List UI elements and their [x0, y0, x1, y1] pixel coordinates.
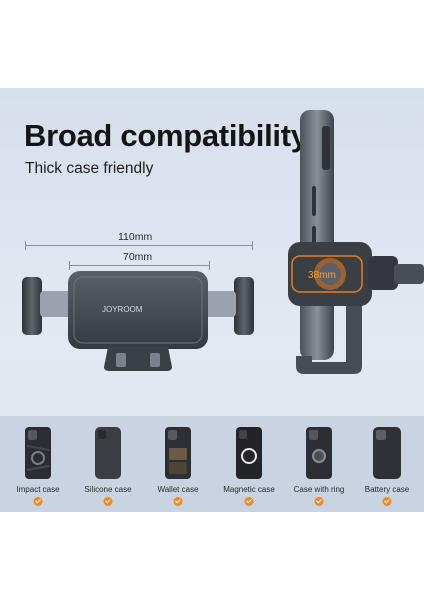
- dimension-line-outer: [25, 241, 253, 250]
- case-types-strip: Impact case Silicone case Wallet case: [0, 416, 424, 512]
- check-icon: [244, 497, 254, 506]
- case-silicone: Silicone case: [73, 426, 143, 506]
- battery-case-icon: [373, 427, 401, 479]
- headline: Broad compatibility: [24, 118, 308, 153]
- product-image-panel: Broad compatibility Thick case friendly …: [0, 88, 424, 512]
- check-icon: [314, 497, 324, 506]
- check-icon: [103, 497, 113, 506]
- impact-case-icon: [25, 427, 51, 479]
- car-holder-front-view: JOYROOM: [22, 271, 254, 371]
- case-label: Magnetic case: [223, 485, 275, 494]
- case-magnetic: Magnetic case: [214, 426, 284, 506]
- case-impact: Impact case: [3, 426, 73, 506]
- case-wallet: Wallet case: [143, 426, 213, 506]
- dimension-line-inner: [69, 261, 210, 270]
- subheadline: Thick case friendly: [25, 160, 154, 177]
- case-label: Battery case: [364, 485, 410, 494]
- brand-logo-text: JOYROOM: [102, 305, 143, 314]
- case-ring: Case with ring: [284, 426, 354, 506]
- case-label: Silicone case: [84, 485, 132, 494]
- depth-label: 38mm: [308, 270, 336, 281]
- check-icon: [173, 497, 183, 506]
- case-label: Case with ring: [293, 485, 345, 494]
- case-battery: Battery case: [352, 426, 422, 506]
- ring-case-icon: [306, 427, 332, 479]
- dimension-label-outer: 110mm: [118, 231, 153, 243]
- case-label: Wallet case: [157, 485, 199, 494]
- magnetic-case-icon: [236, 427, 262, 479]
- case-label: Impact case: [16, 485, 60, 494]
- check-icon: [33, 497, 43, 506]
- wallet-case-icon: [165, 427, 191, 479]
- dimension-label-inner: 70mm: [123, 251, 153, 263]
- silicone-case-icon: [95, 427, 121, 479]
- phone-side-view: 38mm: [288, 110, 424, 374]
- check-icon: [382, 497, 392, 506]
